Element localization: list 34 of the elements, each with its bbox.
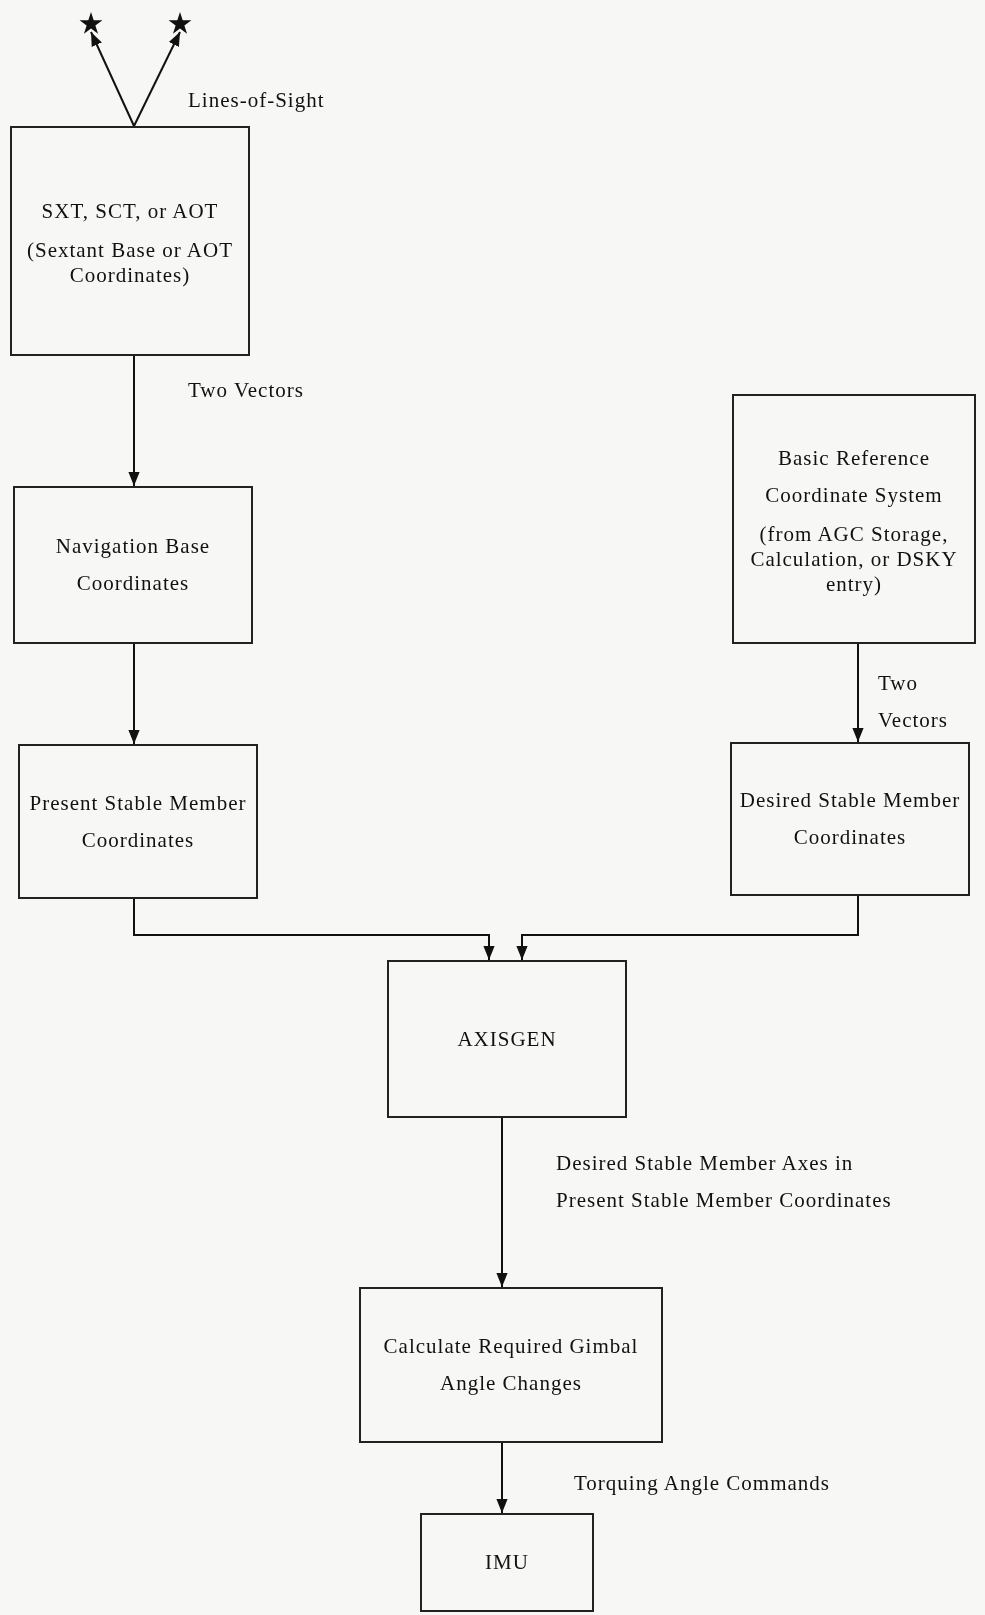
arrow bbox=[90, 31, 135, 127]
star-icon bbox=[79, 11, 103, 35]
edge-label: Desired Stable Member Axes in Present Stable Member Coordinates bbox=[556, 1150, 893, 1214]
box-title: IMU bbox=[485, 1549, 529, 1577]
box-title: Basic Reference Coordinate System bbox=[764, 445, 944, 510]
arrow bbox=[133, 31, 181, 127]
box-title: Present Stable Member Coordinates bbox=[28, 789, 248, 854]
process-box bbox=[420, 1513, 594, 1612]
process-box bbox=[13, 486, 253, 644]
edge-label: Two Vectors bbox=[878, 670, 949, 734]
process-box bbox=[732, 394, 976, 644]
edge-label: Two Vectors bbox=[188, 377, 305, 404]
arrow bbox=[128, 355, 140, 487]
box-title: Desired Stable Member Coordinates bbox=[738, 787, 962, 851]
process-box bbox=[387, 960, 627, 1118]
process-box bbox=[10, 126, 250, 356]
edge-label: Lines-of-Sight bbox=[188, 87, 326, 114]
star-icon bbox=[168, 11, 192, 35]
arrow bbox=[852, 643, 864, 743]
process-box bbox=[359, 1287, 663, 1443]
box-title: Calculate Required Gimbal Angle Changes bbox=[382, 1333, 640, 1397]
box-title: SXT, SCT, or AOT bbox=[41, 198, 219, 226]
arrow bbox=[516, 895, 859, 961]
arrow bbox=[133, 898, 495, 961]
box-title: AXISGEN bbox=[457, 1025, 557, 1053]
box-title: Navigation Base Coordinates bbox=[54, 533, 212, 597]
process-box bbox=[18, 744, 258, 899]
arrow bbox=[496, 1442, 508, 1514]
box-note: (Sextant Base or AOT Coordinates) bbox=[25, 238, 234, 289]
edge-label: Torquing Angle Commands bbox=[574, 1470, 832, 1497]
arrow bbox=[496, 1117, 508, 1288]
box-note: (from AGC Storage, Calculation, or DSKY entry) bbox=[749, 521, 959, 598]
process-box bbox=[730, 742, 970, 896]
arrow bbox=[128, 643, 140, 745]
